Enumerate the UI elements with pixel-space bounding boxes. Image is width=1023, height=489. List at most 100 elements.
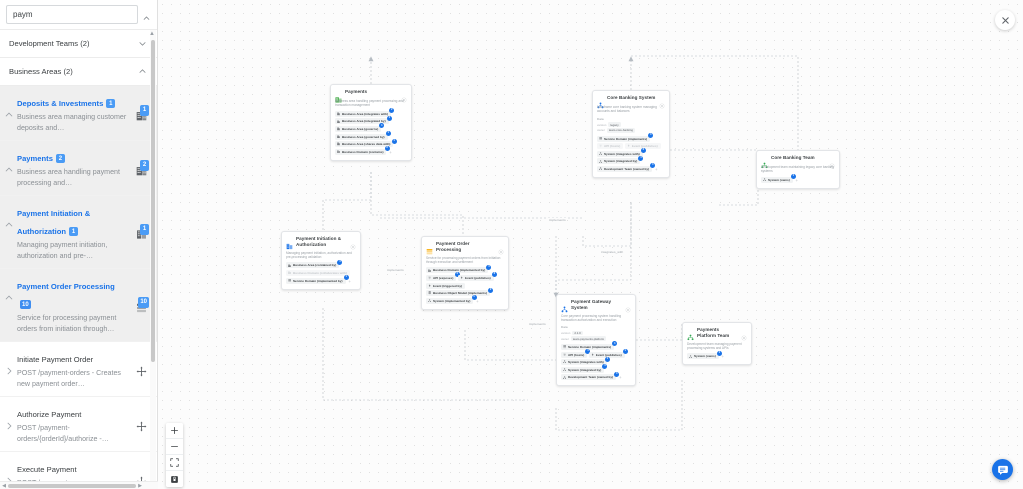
- sidebar-vscrollbar[interactable]: ▲ ▼: [149, 30, 156, 488]
- sidebar-vscroll-thumb[interactable]: [150, 40, 155, 362]
- business-area-icon[interactable]: [136, 163, 147, 175]
- sidebar-group-development-teams[interactable]: Development Teams (2): [0, 30, 157, 58]
- relation-chip[interactable]: Business Domain (implemented by)1: [426, 264, 492, 274]
- relation-chip[interactable]: Business Area (integrated by)1: [335, 115, 392, 125]
- chevron-up-icon[interactable]: [4, 290, 14, 300]
- chevron-up-icon[interactable]: [138, 67, 147, 76]
- relation-chip[interactable]: System (owns)1: [687, 350, 722, 360]
- zoom-controls[interactable]: [166, 423, 183, 487]
- lock-button[interactable]: [166, 471, 183, 487]
- relation-chip[interactable]: System (integrates with)1: [561, 356, 610, 366]
- node-settings-button[interactable]: [829, 156, 835, 169]
- fit-view-button[interactable]: [166, 455, 183, 471]
- relation-chip[interactable]: Business Area (governed by)1: [335, 131, 391, 140]
- relation-chip[interactable]: System (integrated by)1: [561, 364, 608, 373]
- close-button[interactable]: [995, 10, 1015, 30]
- zoom-in-button[interactable]: [166, 423, 183, 439]
- business-domain-icon[interactable]: [136, 227, 147, 239]
- sidebar-scroll-area[interactable]: Development Teams (2)Business Areas (2)D…: [0, 30, 157, 489]
- system-icon: [599, 159, 603, 163]
- scroll-right-arrow[interactable]: ▶: [138, 482, 142, 489]
- relation-chip[interactable]: Development Team (owned by)1: [561, 371, 620, 381]
- relation-chip[interactable]: Business Object Model (implements)2: [426, 287, 494, 297]
- relation-chip[interactable]: Event (publishes)1: [588, 349, 628, 358]
- zoom-out-button[interactable]: [166, 439, 183, 455]
- node-settings-button[interactable]: [741, 328, 747, 341]
- scroll-left-arrow[interactable]: ◀: [2, 482, 6, 489]
- node-settings-button[interactable]: [498, 242, 504, 255]
- chevron-down-icon[interactable]: [138, 39, 147, 48]
- edge-label: implements: [548, 218, 567, 222]
- scroll-up-arrow[interactable]: ▲: [149, 30, 155, 37]
- relation-chip[interactable]: Business Area (integrates with)2: [335, 108, 395, 117]
- sidebar-hscrollbar[interactable]: ◀ ▶: [0, 481, 158, 489]
- add-relation-button[interactable]: +: [795, 177, 799, 183]
- relation-chip[interactable]: Business Domain (contains)2: [335, 146, 390, 155]
- service-domain-icon: [288, 279, 292, 282]
- relation-chip[interactable]: Business Domain (collaborates with): [286, 269, 351, 276]
- relation-chip[interactable]: Event (publishes): [624, 143, 661, 150]
- system-icon: [599, 159, 603, 163]
- system-icon: [563, 368, 567, 372]
- event-icon: [428, 284, 431, 287]
- relation-chip[interactable]: Service Domain (implements)1: [597, 132, 654, 142]
- relation-chip[interactable]: Service Domain (implements)1: [561, 341, 618, 350]
- relation-chip[interactable]: System (owns)1: [761, 174, 796, 183]
- relation-chip[interactable]: API (hosts): [597, 143, 624, 150]
- relation-chip[interactable]: API (hosts)1: [561, 349, 591, 358]
- chevron-up-icon[interactable]: [4, 107, 14, 117]
- node-description: Service for processing payment orders fr…: [426, 255, 501, 264]
- node-settings-button[interactable]: [350, 237, 356, 250]
- chat-button[interactable]: [992, 459, 1013, 480]
- relation-chip[interactable]: Service Domain (implemented by)1: [286, 274, 349, 284]
- add-relation-button[interactable]: +: [654, 166, 658, 172]
- relation-chip[interactable]: Development Team (owned by)1: [597, 163, 656, 172]
- move-icon[interactable]: [136, 419, 147, 431]
- relation-chip[interactable]: Business Area (contained by)1: [286, 259, 343, 269]
- node-settings-button[interactable]: [625, 300, 631, 313]
- chevron-right-icon[interactable]: [4, 418, 14, 430]
- relation-chip[interactable]: System (integrates with)2: [597, 148, 646, 157]
- relation-chip[interactable]: System (integrated by)1: [597, 155, 644, 165]
- sidebar-hscroll-thumb[interactable]: [8, 483, 136, 488]
- relation-count-badge: 1: [486, 264, 492, 270]
- node-settings-button[interactable]: [401, 90, 407, 103]
- add-relation-button[interactable]: +: [348, 278, 351, 284]
- search-input[interactable]: [6, 5, 138, 24]
- collapse-search-icon[interactable]: [142, 10, 151, 20]
- relation-count-badge: 1: [471, 295, 477, 301]
- add-relation-button[interactable]: +: [721, 354, 725, 360]
- relation-chip[interactable]: Business Area (governs)1: [335, 123, 385, 132]
- relation-chip[interactable]: Event (publishes)3: [458, 272, 497, 281]
- sidebar: Development Teams (2)Business Areas (2)D…: [0, 0, 158, 489]
- add-relation-button[interactable]: +: [389, 149, 392, 155]
- chevron-right-icon[interactable]: [4, 363, 14, 375]
- add-relation-button[interactable]: +: [476, 298, 479, 304]
- add-relation-button[interactable]: +: [618, 375, 622, 381]
- gear-icon: [829, 162, 835, 169]
- relation-chip[interactable]: Event (triggered by): [426, 282, 466, 289]
- relation-chip[interactable]: System (implemented by)1: [426, 295, 477, 304]
- sidebar-group-business-areas[interactable]: Business Areas (2): [0, 58, 157, 86]
- chevron-up-icon[interactable]: [4, 162, 14, 172]
- chevron-up-icon[interactable]: [4, 217, 14, 227]
- node-settings-button[interactable]: [659, 96, 665, 109]
- move-icon[interactable]: [136, 364, 147, 376]
- relation-chip[interactable]: API (exposes)4: [426, 272, 460, 281]
- relation-chip[interactable]: Business Area (shares data with)1: [335, 138, 397, 148]
